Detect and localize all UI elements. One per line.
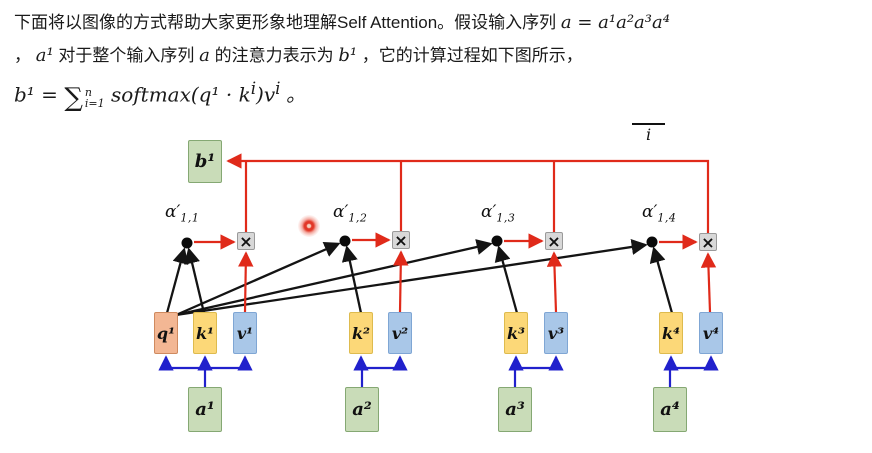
multiply-node-1: ×: [237, 232, 255, 251]
line2-math-b1: b¹: [338, 45, 358, 66]
multiply-node-4: ×: [699, 233, 717, 252]
red-sum-lines: [194, 153, 717, 313]
alpha-1-2-label: α′1,2: [333, 202, 368, 225]
paragraph-line-2: ， a¹ 对于整个输入序列 a 的注意力表示为 b¹ ，它的计算过程如下图所示，: [14, 45, 583, 66]
line1-text: 下面将以图像的方式帮助大家更形象地理解Self Attention。假设输入序列: [14, 13, 561, 32]
multiply-node-3: ×: [545, 232, 563, 251]
alpha-1-3-label: α′1,3: [481, 202, 516, 225]
formula-softmax: softmax(q¹ · k: [104, 82, 251, 107]
sum-lower-limit: i=1: [84, 96, 105, 110]
alpha-dot-3: [491, 235, 503, 247]
k3-box: k³: [504, 312, 528, 354]
line2-math-a: a: [199, 45, 210, 66]
q1-box: q¹: [154, 312, 178, 354]
line1-math-sequence: a = a¹a²a³a⁴: [560, 12, 670, 33]
a2-input-box: a²: [345, 387, 379, 432]
b1-output-box: b¹: [188, 140, 222, 183]
alpha-dot-1: [181, 237, 193, 249]
alpha-1-1-label: α′1,1: [165, 202, 200, 225]
k4-box: k⁴: [659, 312, 683, 354]
line2-math-a1: a¹: [35, 45, 54, 66]
k2-box: k²: [349, 312, 373, 354]
a3-input-box: a³: [498, 387, 532, 432]
alpha-dot-2: [339, 235, 351, 247]
a1-input-box: a¹: [188, 387, 222, 432]
laser-pointer-cursor: [298, 215, 320, 237]
a4-input-box: a⁴: [653, 387, 687, 432]
v4-box: v⁴: [699, 312, 723, 354]
v2-box: v²: [388, 312, 412, 354]
alpha-dot-4: [646, 236, 658, 248]
black-score-lines: [165, 239, 674, 317]
sum-upper-limit: n: [84, 85, 92, 99]
intro-paragraph: 下面将以图像的方式帮助大家更形象地理解Self Attention。假设输入序列…: [14, 6, 866, 113]
v1-box: v¹: [233, 312, 257, 354]
formula-b1: b¹: [14, 82, 35, 107]
alpha-1-4-label: α′1,4: [642, 202, 677, 225]
i-index-header: i: [632, 123, 665, 145]
multiply-node-2: ×: [392, 231, 410, 250]
paragraph-line-1: 下面将以图像的方式帮助大家更形象地理解Self Attention。假设输入序列…: [14, 6, 866, 39]
k1-box: k¹: [193, 312, 217, 354]
v3-box: v³: [544, 312, 568, 354]
blue-projection-arrows: [158, 355, 719, 387]
